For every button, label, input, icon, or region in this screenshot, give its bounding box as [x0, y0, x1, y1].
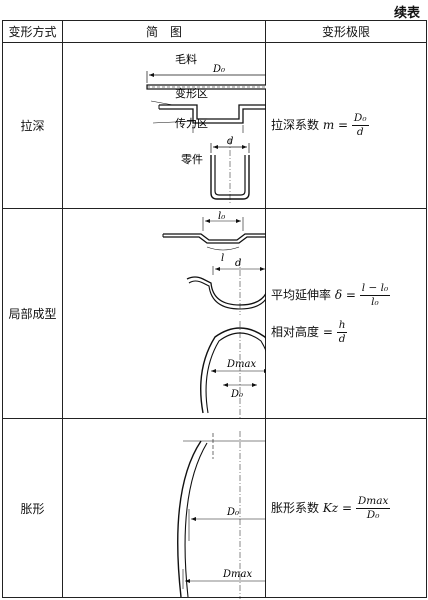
- bulged-shell-left: [177, 440, 202, 598]
- elongation-line: 平均延伸率 δ = l − l₀ l₀: [271, 282, 426, 309]
- mode-cell: 胀形: [2, 418, 63, 598]
- limit-symbol: Kz =: [322, 500, 352, 515]
- limit-fraction-2: h d: [336, 318, 348, 346]
- limit-prefix: 平均延伸率: [271, 287, 332, 302]
- local-forming-diagram: l₀ l d h Dmax D₀: [162, 211, 266, 419]
- header-sketch: 简 图: [62, 20, 266, 43]
- deformation-table: 变形方式 简 图 变形极限 拉深: [2, 20, 427, 599]
- fraction-denominator: l₀: [371, 295, 379, 308]
- label-D0: D₀: [226, 507, 239, 518]
- drawing-diagram: 毛料 D₀ 变形区 传力区 d 零件: [146, 52, 266, 203]
- label-Dmax: Dmax: [226, 359, 256, 370]
- limit-symbol: m =: [322, 118, 349, 132]
- label-Dmax: Dmax: [222, 569, 252, 580]
- fraction-denominator: D₀: [366, 508, 380, 521]
- limit-prefix-2: 相对高度 =: [271, 324, 333, 339]
- local-forming-sketch: l₀ l d h Dmax D₀: [62, 208, 266, 419]
- label-blank: 毛料: [175, 52, 197, 66]
- drawing-sketch: 毛料 D₀ 变形区 传力区 d 零件: [62, 42, 266, 209]
- label-l0: l₀: [218, 211, 225, 222]
- header-mode: 变形方式: [2, 20, 63, 43]
- limit-fraction: Dmax D₀: [355, 494, 391, 522]
- limit-fraction: l − l₀ l₀: [359, 281, 391, 309]
- fraction-numerator: D₀: [351, 112, 369, 126]
- limit-prefix: 胀形系数: [271, 500, 320, 515]
- continued-label: 续表: [393, 6, 420, 21]
- bulging-sketch: D₀ Dmax: [62, 418, 266, 599]
- limit-fraction: D₀ d: [351, 112, 369, 139]
- bulged-cup: [200, 327, 266, 414]
- bulging-diagram: D₀ Dmax: [177, 431, 266, 599]
- limit-cell: 拉深系数 m = D₀ d: [265, 42, 427, 209]
- header-row: 变形方式 简 图 变形极限: [2, 20, 427, 43]
- label-d: d: [227, 136, 233, 147]
- label-D0: D₀: [230, 389, 243, 400]
- fraction-numerator: l − l₀: [359, 281, 391, 296]
- label-force-zone: 传力区: [175, 117, 208, 130]
- limit-cell: 平均延伸率 δ = l − l₀ l₀ 相对高度 = h d: [265, 208, 427, 419]
- mode-cell: 拉深: [2, 42, 63, 209]
- label-d: d: [235, 258, 241, 269]
- table-row: 局部成型: [2, 208, 427, 419]
- fraction-numerator: Dmax: [355, 494, 391, 509]
- deforming-cup: [159, 104, 266, 120]
- label-l: l: [221, 253, 224, 264]
- relative-height-line: 相对高度 = h d: [271, 319, 426, 346]
- table-row: 拉深: [2, 42, 427, 209]
- limit-cell: 胀形系数 Kz = Dmax D₀: [265, 418, 427, 598]
- label-D0: D₀: [212, 64, 225, 75]
- label-deform-zone: 变形区: [175, 86, 208, 100]
- label-part: 零件: [181, 153, 203, 166]
- mode-cell: 局部成型: [2, 208, 63, 419]
- limit-symbol: δ =: [334, 287, 356, 302]
- table-row: 胀形: [2, 418, 427, 599]
- bead-sheet: [163, 233, 266, 241]
- fraction-numerator: h: [336, 318, 348, 333]
- header-limit: 变形极限: [265, 20, 427, 43]
- fraction-denominator: d: [338, 332, 346, 345]
- fraction-denominator: d: [356, 126, 364, 138]
- limit-prefix: 拉深系数: [271, 118, 320, 132]
